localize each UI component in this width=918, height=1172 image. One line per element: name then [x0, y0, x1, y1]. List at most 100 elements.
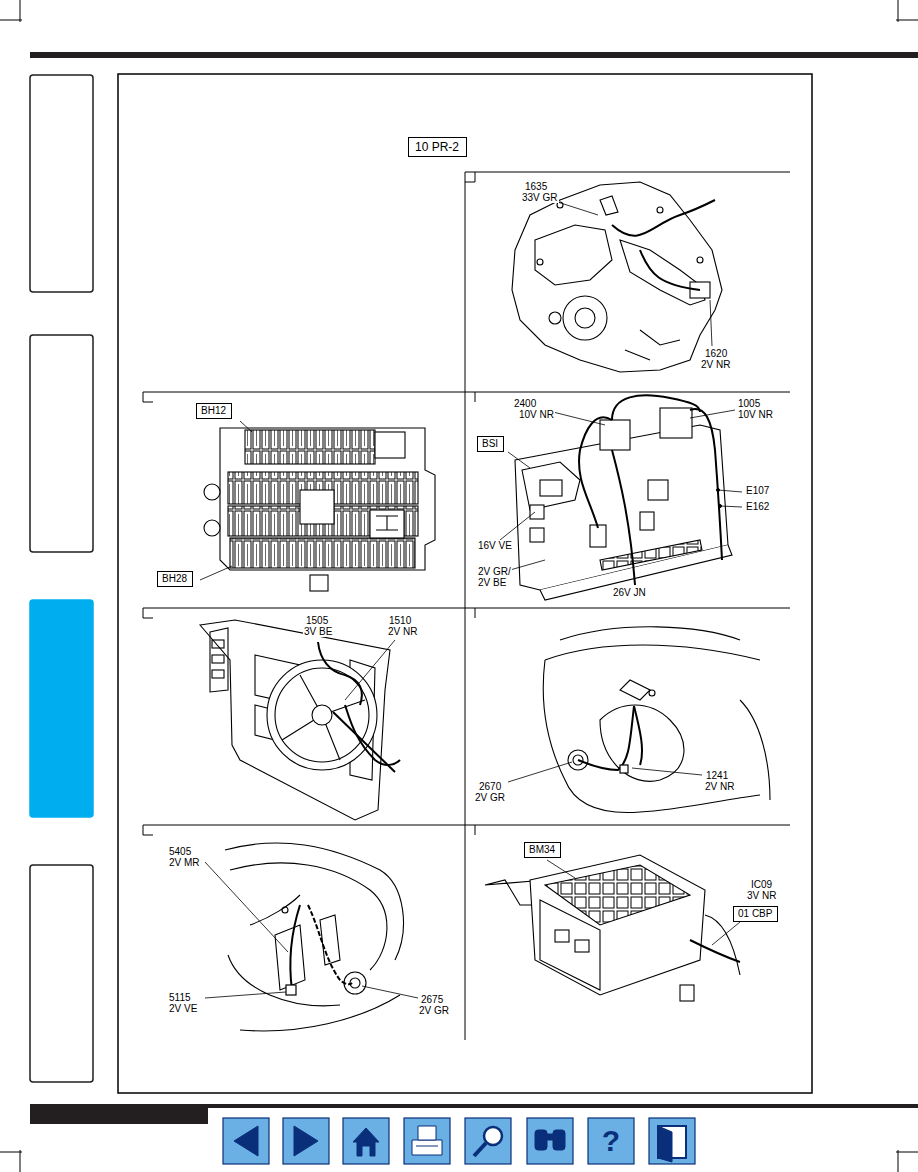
illustration-part — [200, 620, 390, 820]
callout-label: 1620 — [704, 348, 728, 359]
illustration-part — [620, 680, 650, 700]
illustration-part — [286, 985, 296, 995]
callout-label: E107 — [745, 485, 770, 496]
illustration-part — [537, 259, 543, 265]
illustration-part — [515, 408, 732, 600]
illustration-part — [404, 1118, 450, 1164]
callout-label: 5115 — [168, 992, 192, 1003]
reference-box: 10 PR-2 — [408, 137, 467, 157]
illustration-part — [283, 1118, 329, 1164]
illustration-part — [508, 452, 530, 468]
illustration-part — [30, 52, 918, 58]
illustration-part — [228, 955, 340, 1006]
illustration-part — [508, 706, 702, 782]
illustration-part — [412, 1140, 442, 1155]
illustration-part — [465, 1118, 511, 1164]
illustration-part — [600, 196, 618, 215]
illustration-part — [575, 308, 595, 328]
illustration-part — [353, 1128, 379, 1156]
illustration-part — [30, 75, 93, 292]
callout-label: 1510 — [388, 615, 412, 626]
callout-label: 10V NR — [518, 409, 555, 420]
fusebox-tag: BH28 — [157, 571, 193, 587]
illustration-part — [510, 560, 545, 570]
callout-label: 2400 — [513, 398, 537, 409]
illustration-part — [590, 525, 606, 547]
illustration-part — [680, 985, 694, 1001]
callout-label: E162 — [745, 501, 770, 512]
callout-label: 1005 — [737, 398, 761, 409]
illustration-part — [318, 642, 362, 705]
illustration-part — [376, 516, 398, 530]
illustration-part — [204, 520, 220, 536]
illustration-part — [225, 843, 403, 960]
illustration-part — [740, 700, 770, 800]
illustration-part — [200, 620, 390, 820]
illustration-part — [545, 1134, 555, 1140]
illustration-part — [275, 668, 369, 762]
illustration-part — [333, 712, 395, 772]
illustration-part — [143, 172, 790, 1040]
illustration-part — [530, 528, 544, 542]
illustration-part — [690, 940, 740, 962]
illustration-part — [375, 432, 405, 458]
callout-label: 33V GR — [521, 192, 559, 203]
illustration-part — [547, 860, 575, 878]
illustration-part — [344, 972, 366, 994]
illustration-part — [620, 765, 628, 773]
callout-label: 2V MR — [168, 857, 201, 868]
illustration-part — [560, 627, 740, 640]
box-label: BH12 — [201, 405, 227, 417]
illustration-part — [210, 628, 228, 692]
illustration-part — [549, 312, 561, 324]
illustration-part — [649, 1118, 695, 1164]
illustration-part — [143, 402, 153, 835]
illustration-part — [535, 225, 612, 285]
illustration-part — [320, 915, 340, 965]
illustration-part — [212, 640, 224, 648]
illustration-part — [418, 1126, 436, 1140]
callout-label: 2675 — [420, 994, 444, 1005]
illustration-part — [30, 75, 93, 1082]
illustration-part — [896, 0, 918, 22]
illustration-part — [563, 296, 607, 340]
callout-label: 1241 — [705, 770, 729, 781]
illustration-part — [30, 600, 93, 817]
illustration-part — [200, 566, 232, 580]
fusebox-tag: BH12 — [196, 403, 232, 419]
callout-label: 2V BE — [477, 577, 507, 588]
callout-label: 1635 — [524, 181, 548, 192]
illustration-part — [205, 862, 418, 998]
illustration-part — [632, 768, 702, 775]
illustration-part — [540, 480, 562, 496]
illustration-part — [240, 995, 400, 1031]
illustration-part — [500, 512, 535, 540]
callout-label: 2V GR — [418, 1005, 450, 1016]
box-label: BSI — [482, 438, 499, 450]
illustration-part — [343, 1118, 389, 1164]
illustration-part — [648, 480, 668, 500]
illustration-part — [225, 843, 403, 1031]
illustration-part — [118, 74, 812, 1093]
illustration-part — [512, 182, 722, 372]
illustration-part — [208, 1104, 918, 1108]
illustration-part — [640, 512, 654, 530]
illustration-part — [220, 428, 435, 570]
illustration-part — [657, 207, 663, 213]
illustration-part — [416, 1146, 438, 1147]
help-icon: ? — [589, 1121, 633, 1161]
callout-label: 5405 — [168, 846, 192, 857]
illustration-part — [578, 706, 634, 770]
illustration-part — [308, 905, 352, 984]
illustration-part — [234, 1126, 258, 1156]
callout-label: 2V NR — [387, 626, 418, 637]
illustration-part — [579, 417, 612, 528]
illustration-part — [30, 1104, 208, 1124]
illustration-part — [294, 1126, 318, 1156]
illustration-part — [465, 172, 790, 1040]
illustration-part — [545, 198, 715, 346]
connector-tag: 01 CBP — [733, 906, 778, 922]
illustration-part — [530, 505, 544, 519]
